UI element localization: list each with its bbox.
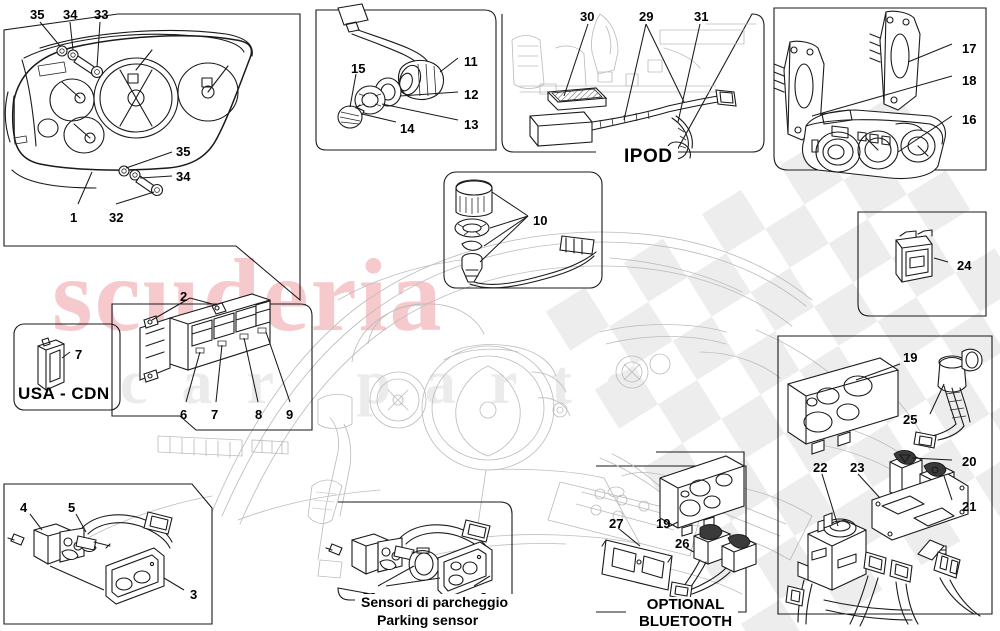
callout-31-ipod: 31 (694, 9, 709, 24)
callout-33-instrument-cluster: 33 (94, 7, 109, 22)
art-climate-control (773, 10, 953, 180)
frame-parking-sensor (337, 501, 513, 601)
caption-parking-italian: Sensori di parcheggio (355, 594, 515, 610)
caption-bluetooth-line1: OPTIONAL (633, 596, 739, 614)
callout-4-window-switch: 4 (20, 500, 28, 515)
callout-6-switch-panel: 6 (180, 407, 188, 422)
callout-14-cigar-lighter: 14 (400, 121, 415, 136)
callout-1-instrument-cluster: 1 (70, 210, 78, 225)
callout-12-cigar-lighter: 12 (464, 87, 479, 102)
art-switch-24 (895, 229, 949, 283)
caption-bluetooth: OPTIONAL BLUETOOTH (633, 596, 739, 631)
art-parking-sensor (325, 519, 493, 599)
callout-22-console-panel: 22 (813, 460, 828, 475)
callout-7-switch-panel: 7 (211, 407, 219, 422)
callout-15-cigar-lighter: 15 (351, 61, 366, 76)
callout-2-switch-panel: 2 (180, 289, 188, 304)
caption-parking-english: Parking sensor (377, 612, 479, 628)
art-window-switch (7, 511, 185, 605)
art-instrument-cluster (4, 21, 253, 205)
callout-13-cigar-lighter: 13 (464, 117, 479, 132)
callout-23-console-panel: 23 (850, 460, 865, 475)
callout-35-instrument-cluster: 35 (30, 7, 45, 22)
callout-21-console-panel: 21 (962, 499, 977, 514)
art-cigar-lighter (337, 3, 459, 129)
frame-switch-panel (111, 303, 313, 431)
frame-window-switch (3, 483, 213, 625)
callout-35-instrument-cluster: 35 (176, 144, 191, 159)
art-ipod (511, 13, 757, 160)
callout-5-window-switch: 5 (68, 500, 76, 515)
callout-3-window-switch: 3 (190, 587, 198, 602)
callout-16-climate-control: 16 (962, 112, 977, 127)
frame-instrument-cluster (3, 13, 301, 302)
callout-26-bluetooth: 26 (675, 536, 690, 551)
frame-cigar-lighter (315, 9, 497, 151)
art-usa-cdn (37, 337, 71, 391)
frame-sensor-kit (443, 171, 603, 289)
callout-25-console-panel: 25 (903, 412, 918, 427)
callout-32-instrument-cluster: 32 (109, 210, 124, 225)
callout-24-switch-24: 24 (957, 258, 972, 273)
callout-7-usa-cdn: 7 (75, 347, 83, 362)
callout-17-climate-control: 17 (962, 41, 977, 56)
caption-ipod-text: IPOD (618, 146, 679, 167)
callout-19-bluetooth: 19 (656, 516, 671, 531)
frame-usa-cdn (13, 323, 121, 411)
callout-20-console-panel: 20 (962, 454, 977, 469)
art-console-panel (785, 348, 983, 627)
callout-30-ipod: 30 (580, 9, 595, 24)
art-sensor-kit (454, 179, 597, 289)
callout-10-sensor-kit: 10 (533, 213, 548, 228)
callout-34-instrument-cluster: 34 (176, 169, 191, 184)
callout-9-switch-panel: 9 (286, 407, 294, 422)
callout-8-switch-panel: 8 (255, 407, 263, 422)
caption-ipod: IPOD (618, 146, 679, 168)
callout-19-console-panel: 19 (903, 350, 918, 365)
art-switch-panel (139, 293, 291, 403)
caption-bluetooth-line2: BLUETOOTH (633, 613, 739, 631)
frame-ipod (501, 13, 765, 153)
callout-18-climate-control: 18 (962, 73, 977, 88)
caption-usa-cdn: USA - CDN (18, 384, 110, 403)
callout-27-bluetooth: 27 (609, 516, 624, 531)
callout-11-cigar-lighter: 11 (464, 54, 478, 69)
callout-29-ipod: 29 (639, 9, 654, 24)
callout-34-instrument-cluster: 34 (63, 7, 78, 22)
